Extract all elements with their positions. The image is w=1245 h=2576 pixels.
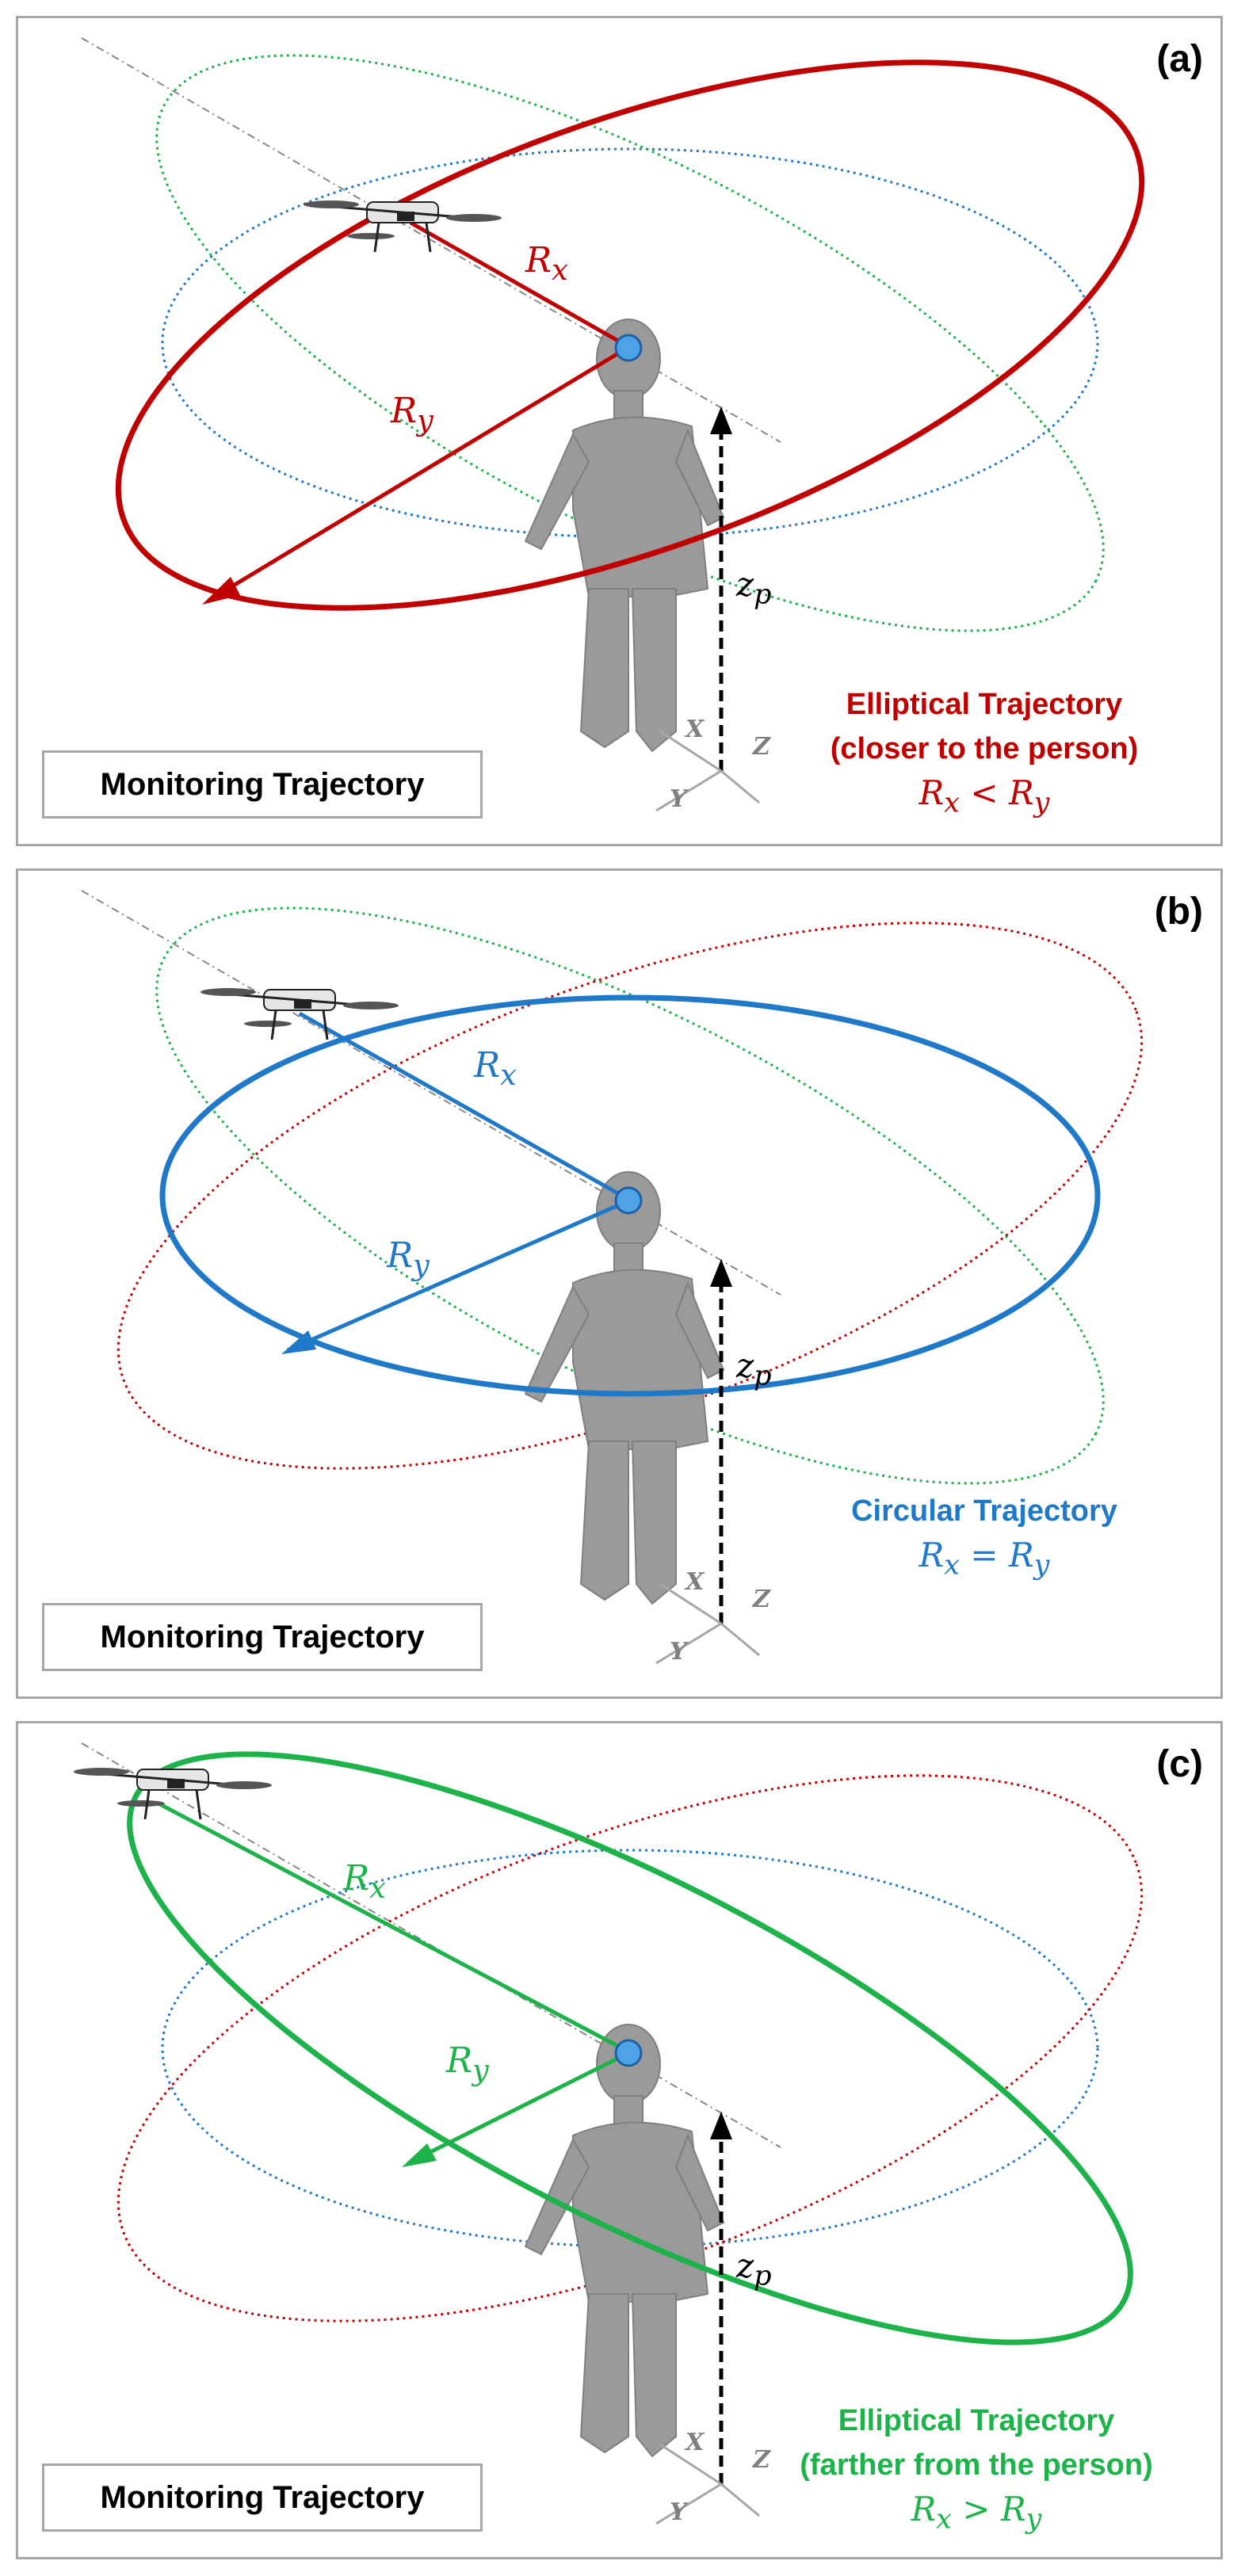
elliptical-far-trajectory <box>127 1751 1133 2345</box>
axes-icon <box>655 2443 760 2525</box>
ry-arrow <box>286 1201 624 1353</box>
zp-arrowhead <box>710 1259 732 1287</box>
axis-x-label-b: X <box>686 1568 705 1596</box>
axis-z-label-c: Z <box>753 2446 770 2474</box>
elliptical-far-trajectory-dotted <box>155 54 1105 632</box>
person-figure <box>524 1171 725 1605</box>
axis-z-label-b: Z <box>753 1586 770 1613</box>
person-figure <box>524 319 725 753</box>
rx-label-c: Rx <box>343 1858 386 1905</box>
trajectory-caption-b: Circular Trajectory Rx = Ry <box>851 1494 1117 1582</box>
ry-arrowhead <box>202 577 240 605</box>
sight-line <box>81 37 781 443</box>
drone-icon <box>304 200 502 253</box>
rx-line <box>298 1011 624 1198</box>
axis-z-label-a: Z <box>753 733 770 761</box>
panel-b: (b) Rx Ry zp X Z Y Circular Trajectory R… <box>16 868 1223 1699</box>
panel-label-c: (c) <box>1156 1743 1203 1785</box>
circular-trajectory <box>159 994 1101 1397</box>
scene-c <box>74 1742 1144 2525</box>
circular-trajectory-dotted <box>161 147 1099 539</box>
axes-icon <box>655 730 760 812</box>
zp-label-b: zp <box>736 1346 772 1392</box>
ry-label-a: Ry <box>391 391 433 437</box>
panel-c: (c) Rx Ry zp X Z Y Elliptical Trajectory… <box>16 1721 1223 2559</box>
ry-label-c: Ry <box>446 2040 489 2087</box>
axes-icon <box>655 1582 760 1665</box>
axis-y-label-a: Y <box>670 785 687 813</box>
ry-arrowhead <box>281 1330 316 1354</box>
sight-line <box>81 890 781 1296</box>
head-marker <box>614 1186 643 1215</box>
scene-a <box>81 37 1145 812</box>
circular-trajectory-dotted <box>161 1849 1099 2248</box>
monitoring-trajectory-box-b: Monitoring Trajectory <box>42 1603 483 1671</box>
ry-arrow <box>207 349 624 603</box>
drone-icon <box>200 988 399 1040</box>
rx-label-b: Rx <box>474 1045 517 1092</box>
head-marker <box>614 334 643 362</box>
head-marker <box>614 2039 643 2067</box>
axis-y-label-b: Y <box>670 1638 687 1666</box>
trajectory-caption-c: Elliptical Trajectory (farther from the … <box>800 2404 1153 2536</box>
monitoring-trajectory-box-c: Monitoring Trajectory <box>42 2463 483 2532</box>
trajectory-caption-a: Elliptical Trajectory (closer to the per… <box>830 688 1139 819</box>
elliptical-close-trajectory <box>115 59 1145 611</box>
axis-y-label-c: Y <box>670 2498 687 2526</box>
panel-label-b: (b) <box>1154 891 1203 933</box>
panel-a: (a) Rx Ry zp X Z Y Elliptical Trajectory… <box>16 16 1223 846</box>
scene-b <box>81 890 1144 1665</box>
elliptical-far-trajectory-dotted <box>155 906 1105 1485</box>
drone-icon <box>74 1768 272 1820</box>
zp-label-a: zp <box>736 565 772 611</box>
ry-arrow <box>407 2054 624 2166</box>
ry-label-b: Ry <box>387 1235 430 1282</box>
rx-line <box>409 220 624 345</box>
rx-line <box>155 1800 624 2051</box>
monitoring-trajectory-box-a: Monitoring Trajectory <box>42 750 483 819</box>
panel-label-a: (a) <box>1156 38 1203 80</box>
rx-label-a: Rx <box>525 240 568 287</box>
zp-arrowhead <box>710 406 732 434</box>
zp-label-c: zp <box>736 2246 772 2292</box>
zp-arrowhead <box>710 2112 732 2139</box>
axis-x-label-c: X <box>686 2429 705 2456</box>
ry-arrowhead <box>402 2143 437 2167</box>
axis-x-label-a: X <box>686 716 705 743</box>
